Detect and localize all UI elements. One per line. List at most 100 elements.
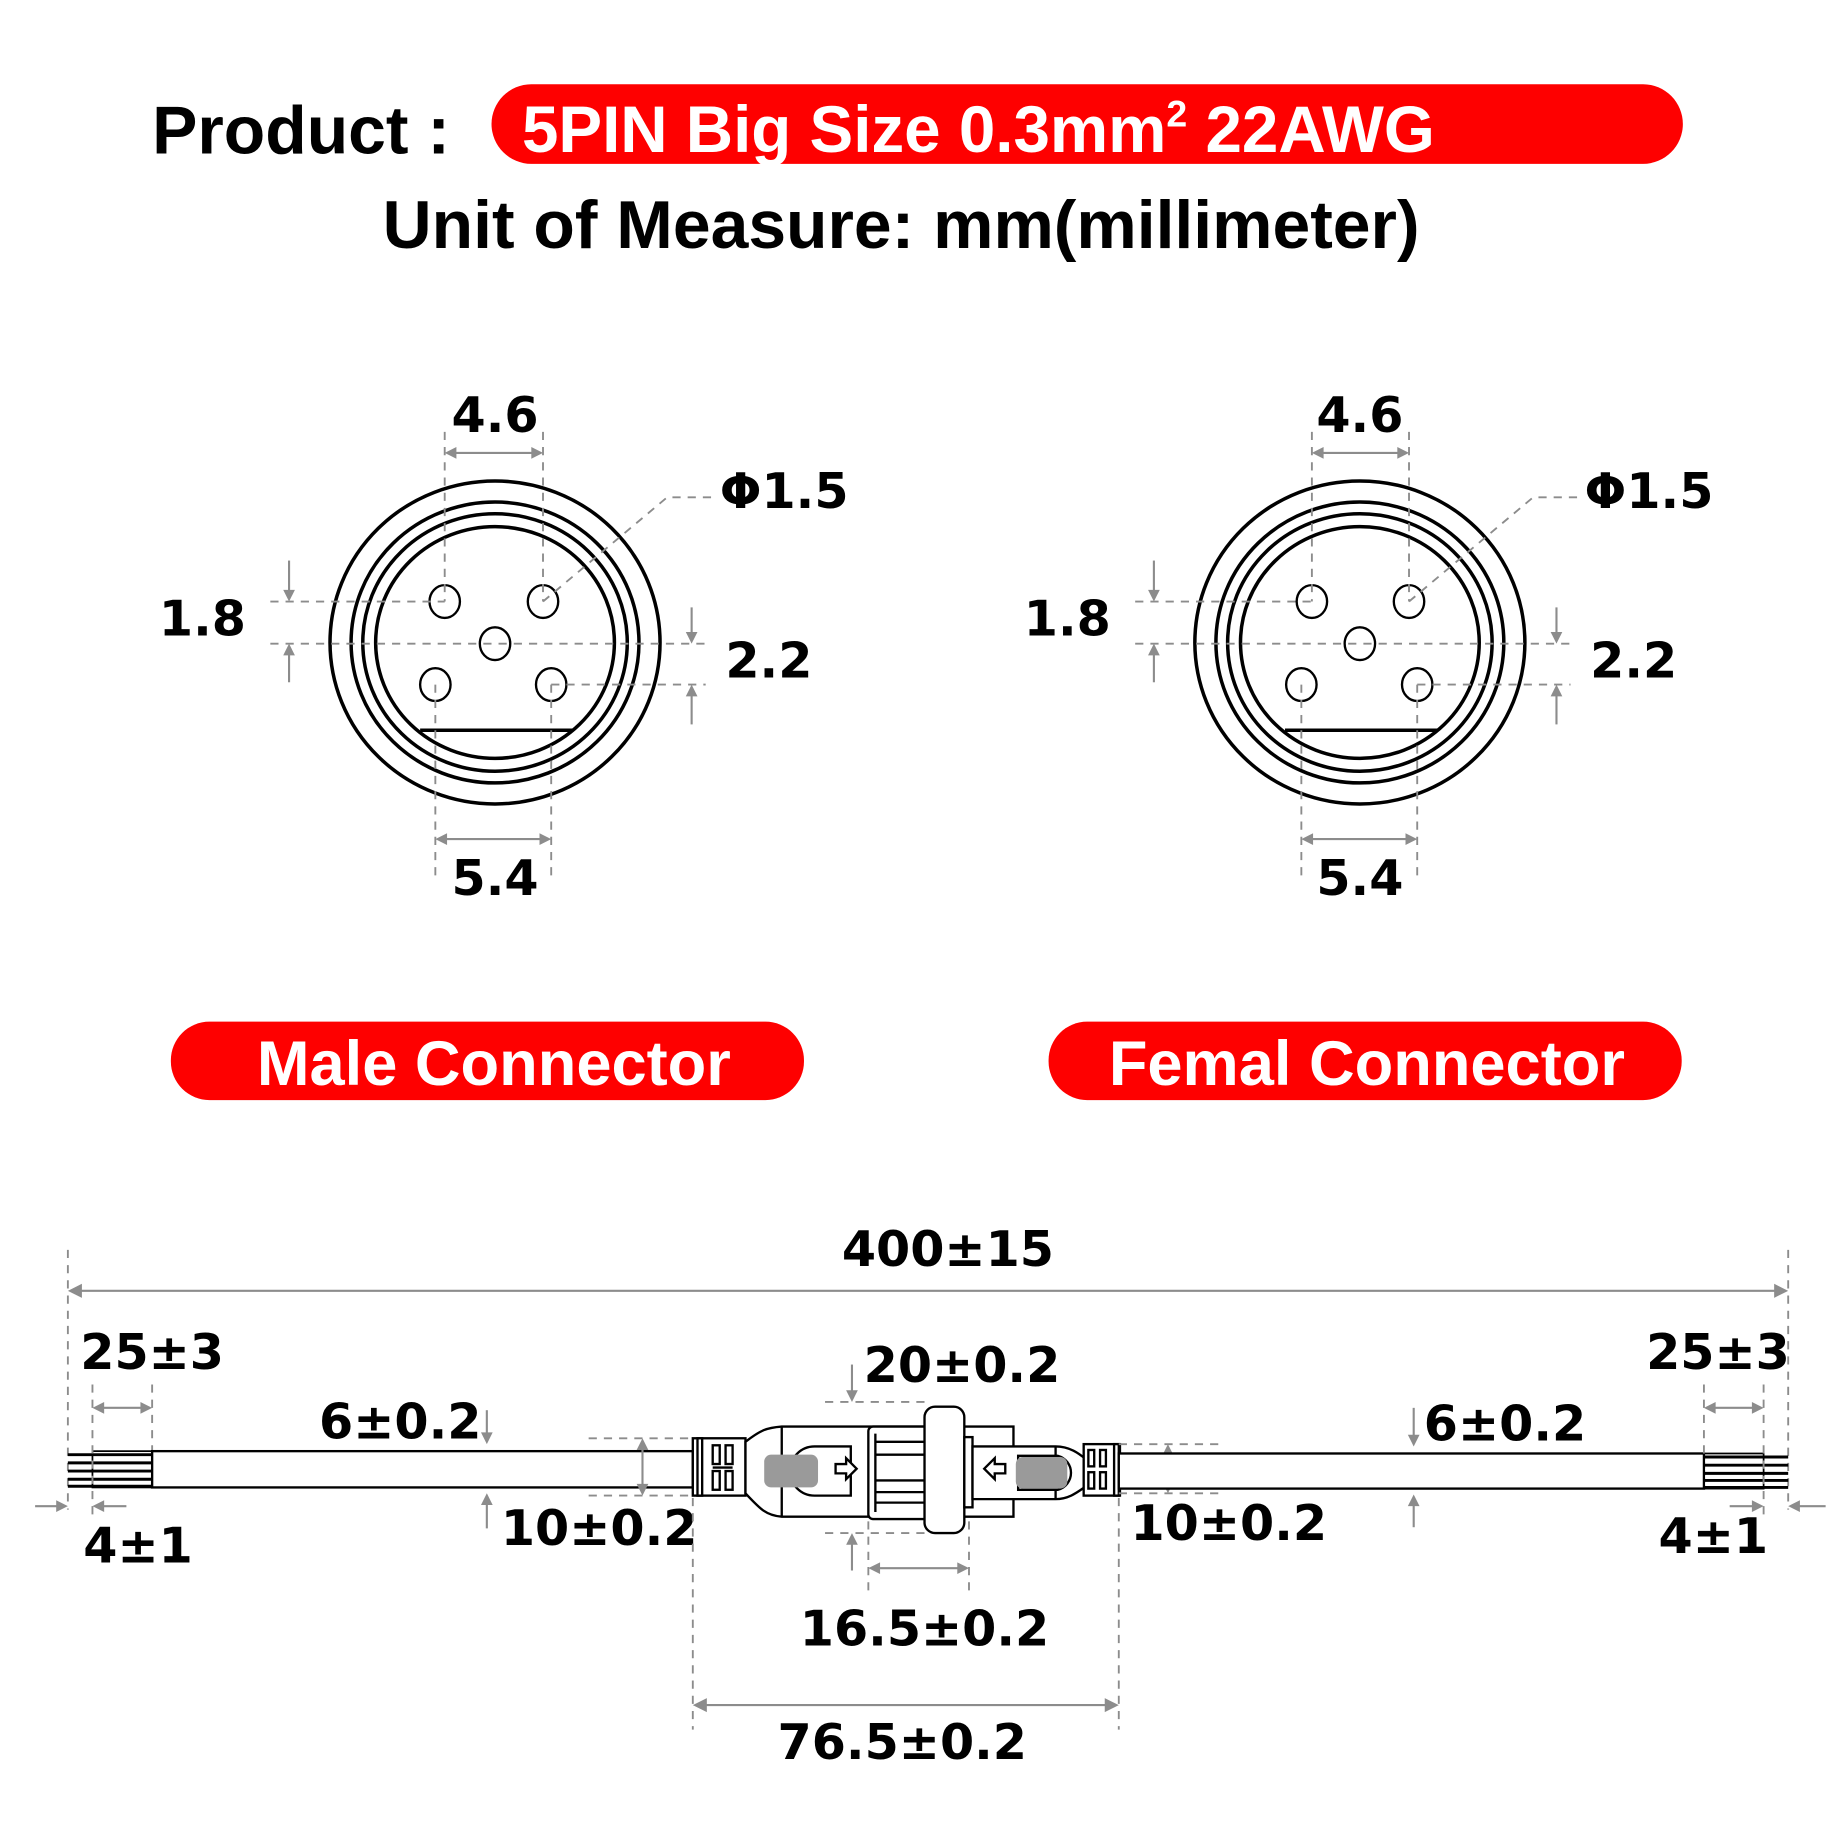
- strip-section: [91, 1450, 154, 1489]
- dim-bottom-pin-spacing: 5.4: [1316, 849, 1403, 907]
- dim-left-cable: 6±0.2: [319, 1392, 481, 1450]
- product-value-main: 5PIN Big Size 0.3mm: [522, 93, 1166, 166]
- right-wire-ends: [1703, 1452, 1789, 1490]
- arrow-right-icon: [539, 833, 552, 845]
- product-value: 5PIN Big Size 0.3mm2 22AWG: [522, 92, 1435, 166]
- coupling-nut: [867, 1405, 974, 1535]
- dim-left-vertical: 1.8: [1024, 589, 1111, 647]
- header: Product : 5PIN Big Size 0.3mm2 22AWG Uni…: [152, 84, 1683, 263]
- arrow-right-icon: [834, 1455, 859, 1483]
- arrow-down-icon: [1148, 589, 1160, 602]
- knurled-grip: [1015, 1456, 1068, 1489]
- arrow-right-icon: [1751, 1500, 1764, 1513]
- grip-slot: [724, 1444, 734, 1466]
- arrow-right-icon: [1751, 1401, 1764, 1414]
- nut-flange: [923, 1405, 966, 1535]
- grip-slot: [1098, 1448, 1108, 1468]
- arrow-right-icon: [1774, 1283, 1789, 1298]
- arrow-up-icon: [846, 1533, 858, 1545]
- female-connector-label: Femal Connector: [1048, 1021, 1682, 1101]
- pin-3: [1343, 626, 1377, 662]
- product-label: Product :: [152, 93, 450, 168]
- label-text: Femal Connector: [1109, 1029, 1625, 1099]
- arrow-left-icon: [444, 447, 457, 459]
- nut-collar: [963, 1435, 974, 1509]
- female-plug-body: [971, 1442, 1122, 1501]
- arrow-right-icon: [531, 447, 544, 459]
- arrow-down-icon: [283, 589, 295, 602]
- arrow-down-icon: [846, 1390, 858, 1402]
- dim-right-cable: 6±0.2: [1424, 1395, 1586, 1453]
- grip-slot: [711, 1444, 721, 1466]
- arrow-left-icon: [67, 1283, 82, 1298]
- arrow-left-icon: [1788, 1500, 1800, 1513]
- product-pill: [491, 84, 1683, 164]
- unit-of-measure: Unit of Measure: mm(millimeter): [383, 188, 1420, 263]
- arrow-left-icon: [435, 833, 448, 845]
- outer-shell: [1193, 479, 1527, 806]
- arrow-left-icon: [92, 1401, 105, 1414]
- female-connector-face: 4.6 Φ1.5 1.8 2.2 5.4: [1024, 386, 1714, 907]
- arrow-down-icon: [636, 1483, 649, 1496]
- product-value-superscript: 2: [1166, 92, 1187, 134]
- left-cable-jacket: [150, 1449, 694, 1489]
- arrow-right-icon: [1397, 447, 1410, 459]
- arrow-left-icon: [868, 1562, 881, 1575]
- male-connector-label: Male Connector: [170, 1021, 804, 1101]
- dim-top-pin-spacing: 4.6: [451, 386, 538, 444]
- arrow-left-icon: [692, 1698, 707, 1713]
- arrow-up-icon: [480, 1493, 493, 1505]
- left-wire-ends: [67, 1450, 154, 1489]
- dim-bottom-pin-spacing: 5.4: [451, 849, 538, 907]
- ring-inner: [1225, 511, 1494, 773]
- dim-total-length: 400±15: [842, 1220, 1054, 1278]
- dim-pin-diameter: Φ1.5: [1585, 462, 1714, 520]
- arrow-down-icon: [685, 631, 698, 644]
- grip-slot: [724, 1469, 734, 1491]
- arrow-left-icon: [1301, 833, 1314, 845]
- dim-left-vertical: 1.8: [159, 589, 246, 647]
- right-cable-jacket: [1117, 1452, 1706, 1490]
- grip-slot: [1087, 1448, 1096, 1468]
- dim-right-strip: 25±3: [1646, 1323, 1790, 1381]
- arrow-right-icon: [56, 1500, 68, 1513]
- dim-right-tip: 4±1: [1659, 1507, 1769, 1565]
- arrow-up-icon: [636, 1438, 649, 1450]
- arrow-right-icon: [957, 1562, 969, 1575]
- ring-outer: [349, 500, 641, 785]
- arrow-right-icon: [1104, 1698, 1119, 1713]
- dim-left-boot: 10±0.2: [501, 1499, 698, 1557]
- grip-slot: [1098, 1471, 1108, 1490]
- arrow-left-icon: [1311, 447, 1324, 459]
- knurled-grip: [764, 1454, 819, 1488]
- insert-face: [1238, 524, 1481, 761]
- arrow-down-icon: [1550, 631, 1563, 644]
- grip-slot: [1087, 1471, 1096, 1490]
- male-connector-face: 4.6 Φ1.5 1.8 2.2 5.4: [159, 386, 849, 907]
- dim-left-strip: 25±3: [80, 1323, 224, 1381]
- dim-right-boot: 10±0.2: [1130, 1494, 1327, 1552]
- cable-assembly: 400±15 25±3 4±1 6±0.2: [35, 1220, 1826, 1771]
- dim-right-vertical: 2.2: [725, 632, 812, 690]
- dim-nut-length: 16.5±0.2: [800, 1599, 1049, 1657]
- dim-top-pin-spacing: 4.6: [1316, 386, 1403, 444]
- label-text: Male Connector: [257, 1029, 731, 1099]
- arrow-right-icon: [140, 1401, 153, 1414]
- dim-assembly-length: 76.5±0.2: [778, 1713, 1027, 1771]
- arrow-up-icon: [1407, 1494, 1420, 1507]
- pin-3: [478, 626, 512, 662]
- label-pill: [1048, 1021, 1682, 1101]
- insert-face: [373, 524, 617, 761]
- arrow-up-icon: [685, 684, 698, 697]
- arrow-right-icon: [1405, 833, 1418, 845]
- arrow-up-icon: [283, 643, 295, 656]
- label-pill: [170, 1021, 804, 1101]
- arrow-left-icon: [92, 1500, 105, 1513]
- ring-outer: [1214, 500, 1506, 785]
- arrow-left-icon: [1703, 1401, 1716, 1414]
- strip-section: [1703, 1452, 1765, 1490]
- outer-shell: [328, 479, 662, 806]
- strain-relief-rib: [696, 1437, 704, 1497]
